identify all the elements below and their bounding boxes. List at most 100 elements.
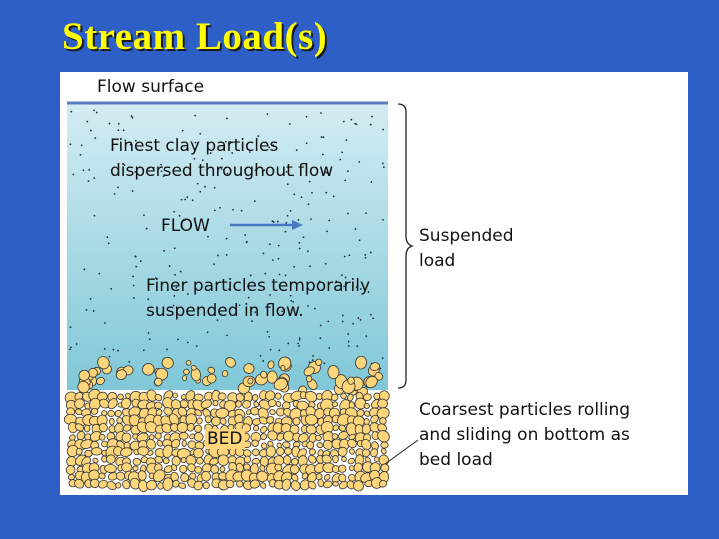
clay-particle [347,333,350,335]
finest-clay-label-1: Finest clay particles [110,136,279,156]
clay-particle [268,335,271,338]
sediment-particle [317,478,324,488]
clay-particle [69,348,71,351]
sediment-particle [154,401,163,410]
clay-particle [302,236,305,239]
sediment-particle [289,464,300,475]
slide-title: Stream Load(s) [62,15,328,58]
sediment-particle [182,375,188,382]
clay-particle [263,169,266,172]
sediment-particle [171,438,181,449]
clay-particle [277,257,280,260]
sediment-particle [377,430,390,443]
clay-particle [143,214,145,217]
clay-particle [320,112,322,114]
sediment-particle [275,400,282,407]
sediment-particle [206,373,217,384]
clay-particle [293,265,296,268]
clay-particle [328,219,331,222]
clay-particle [231,152,234,154]
sediment-particle [147,450,154,456]
clay-particle [209,152,212,155]
sediment-particle [154,455,164,464]
sediment-particle [183,368,190,375]
sediment-particle [154,432,162,440]
clay-particle [312,354,314,357]
clay-particle [225,254,228,256]
sediment-particle [347,376,355,385]
clay-particle [240,209,243,212]
clay-particle [339,158,342,161]
clay-particle [295,149,298,152]
clay-particle [289,209,292,212]
sediment-particle [90,407,99,415]
sediment-particle [355,355,367,370]
sediment-particle [251,439,259,447]
sediment-particle [252,448,260,457]
sediment-particle [361,423,372,435]
sediment-particle [75,423,85,432]
sediment-particle [196,417,203,425]
clay-particle [308,180,311,183]
sediment-particle [201,470,212,482]
clay-particle [269,294,271,296]
sediment-particle [316,442,324,449]
clay-particle [359,288,362,290]
finest-clay-label-2: dispersed throughout flow [110,161,334,181]
sediment-particle [121,432,132,443]
clay-particle [310,218,312,220]
sediment-particle [249,479,260,489]
clay-particle [284,230,287,233]
clay-particle [173,210,176,213]
clay-particle [281,310,284,313]
sediment-particle [252,394,259,402]
clay-particle [341,320,344,323]
clay-particle [173,247,176,250]
clay-particle [319,324,322,327]
sediment-particle [260,482,267,489]
clay-particle [69,326,72,329]
clay-particle [262,252,265,255]
clay-particle [134,255,137,258]
clay-particle [322,136,325,139]
sediment-particle [185,360,192,366]
clay-particle [348,254,351,257]
clay-particle [186,196,189,199]
sediment-particle [146,438,156,450]
sediment-particle [172,392,178,399]
sediment-particle [349,448,355,455]
clay-particle [132,275,134,278]
clay-particle [132,284,135,287]
clay-particle [319,337,322,340]
clay-particle [174,273,176,276]
sediment-particle [104,463,117,473]
clay-particle [213,263,215,266]
clay-particle [117,122,120,125]
clay-particle [247,296,250,299]
sediment-particle [323,480,333,489]
clay-particle [148,338,151,341]
clay-particle [262,360,265,362]
clay-particle [70,346,72,349]
clay-particle [238,304,241,307]
clay-particle [199,190,202,193]
sediment-particle [65,465,76,475]
clay-particle [370,181,373,183]
sediment-particle [179,464,188,474]
clay-particle [160,163,163,166]
clay-particle [271,220,274,223]
clay-particle [340,274,343,277]
sediment-particle [281,478,292,491]
clay-particle [271,259,274,262]
sediment-particle [179,399,189,409]
sediment-particle [315,434,322,441]
clay-particle [195,345,198,348]
clay-particle [117,186,119,189]
sediment-particle [193,432,204,442]
clay-particle [245,240,248,243]
sediment-particle [189,433,195,440]
clay-particle [129,143,132,146]
sediment-particle [98,433,106,441]
sediment-particle [221,370,229,378]
clay-particle [177,338,179,341]
